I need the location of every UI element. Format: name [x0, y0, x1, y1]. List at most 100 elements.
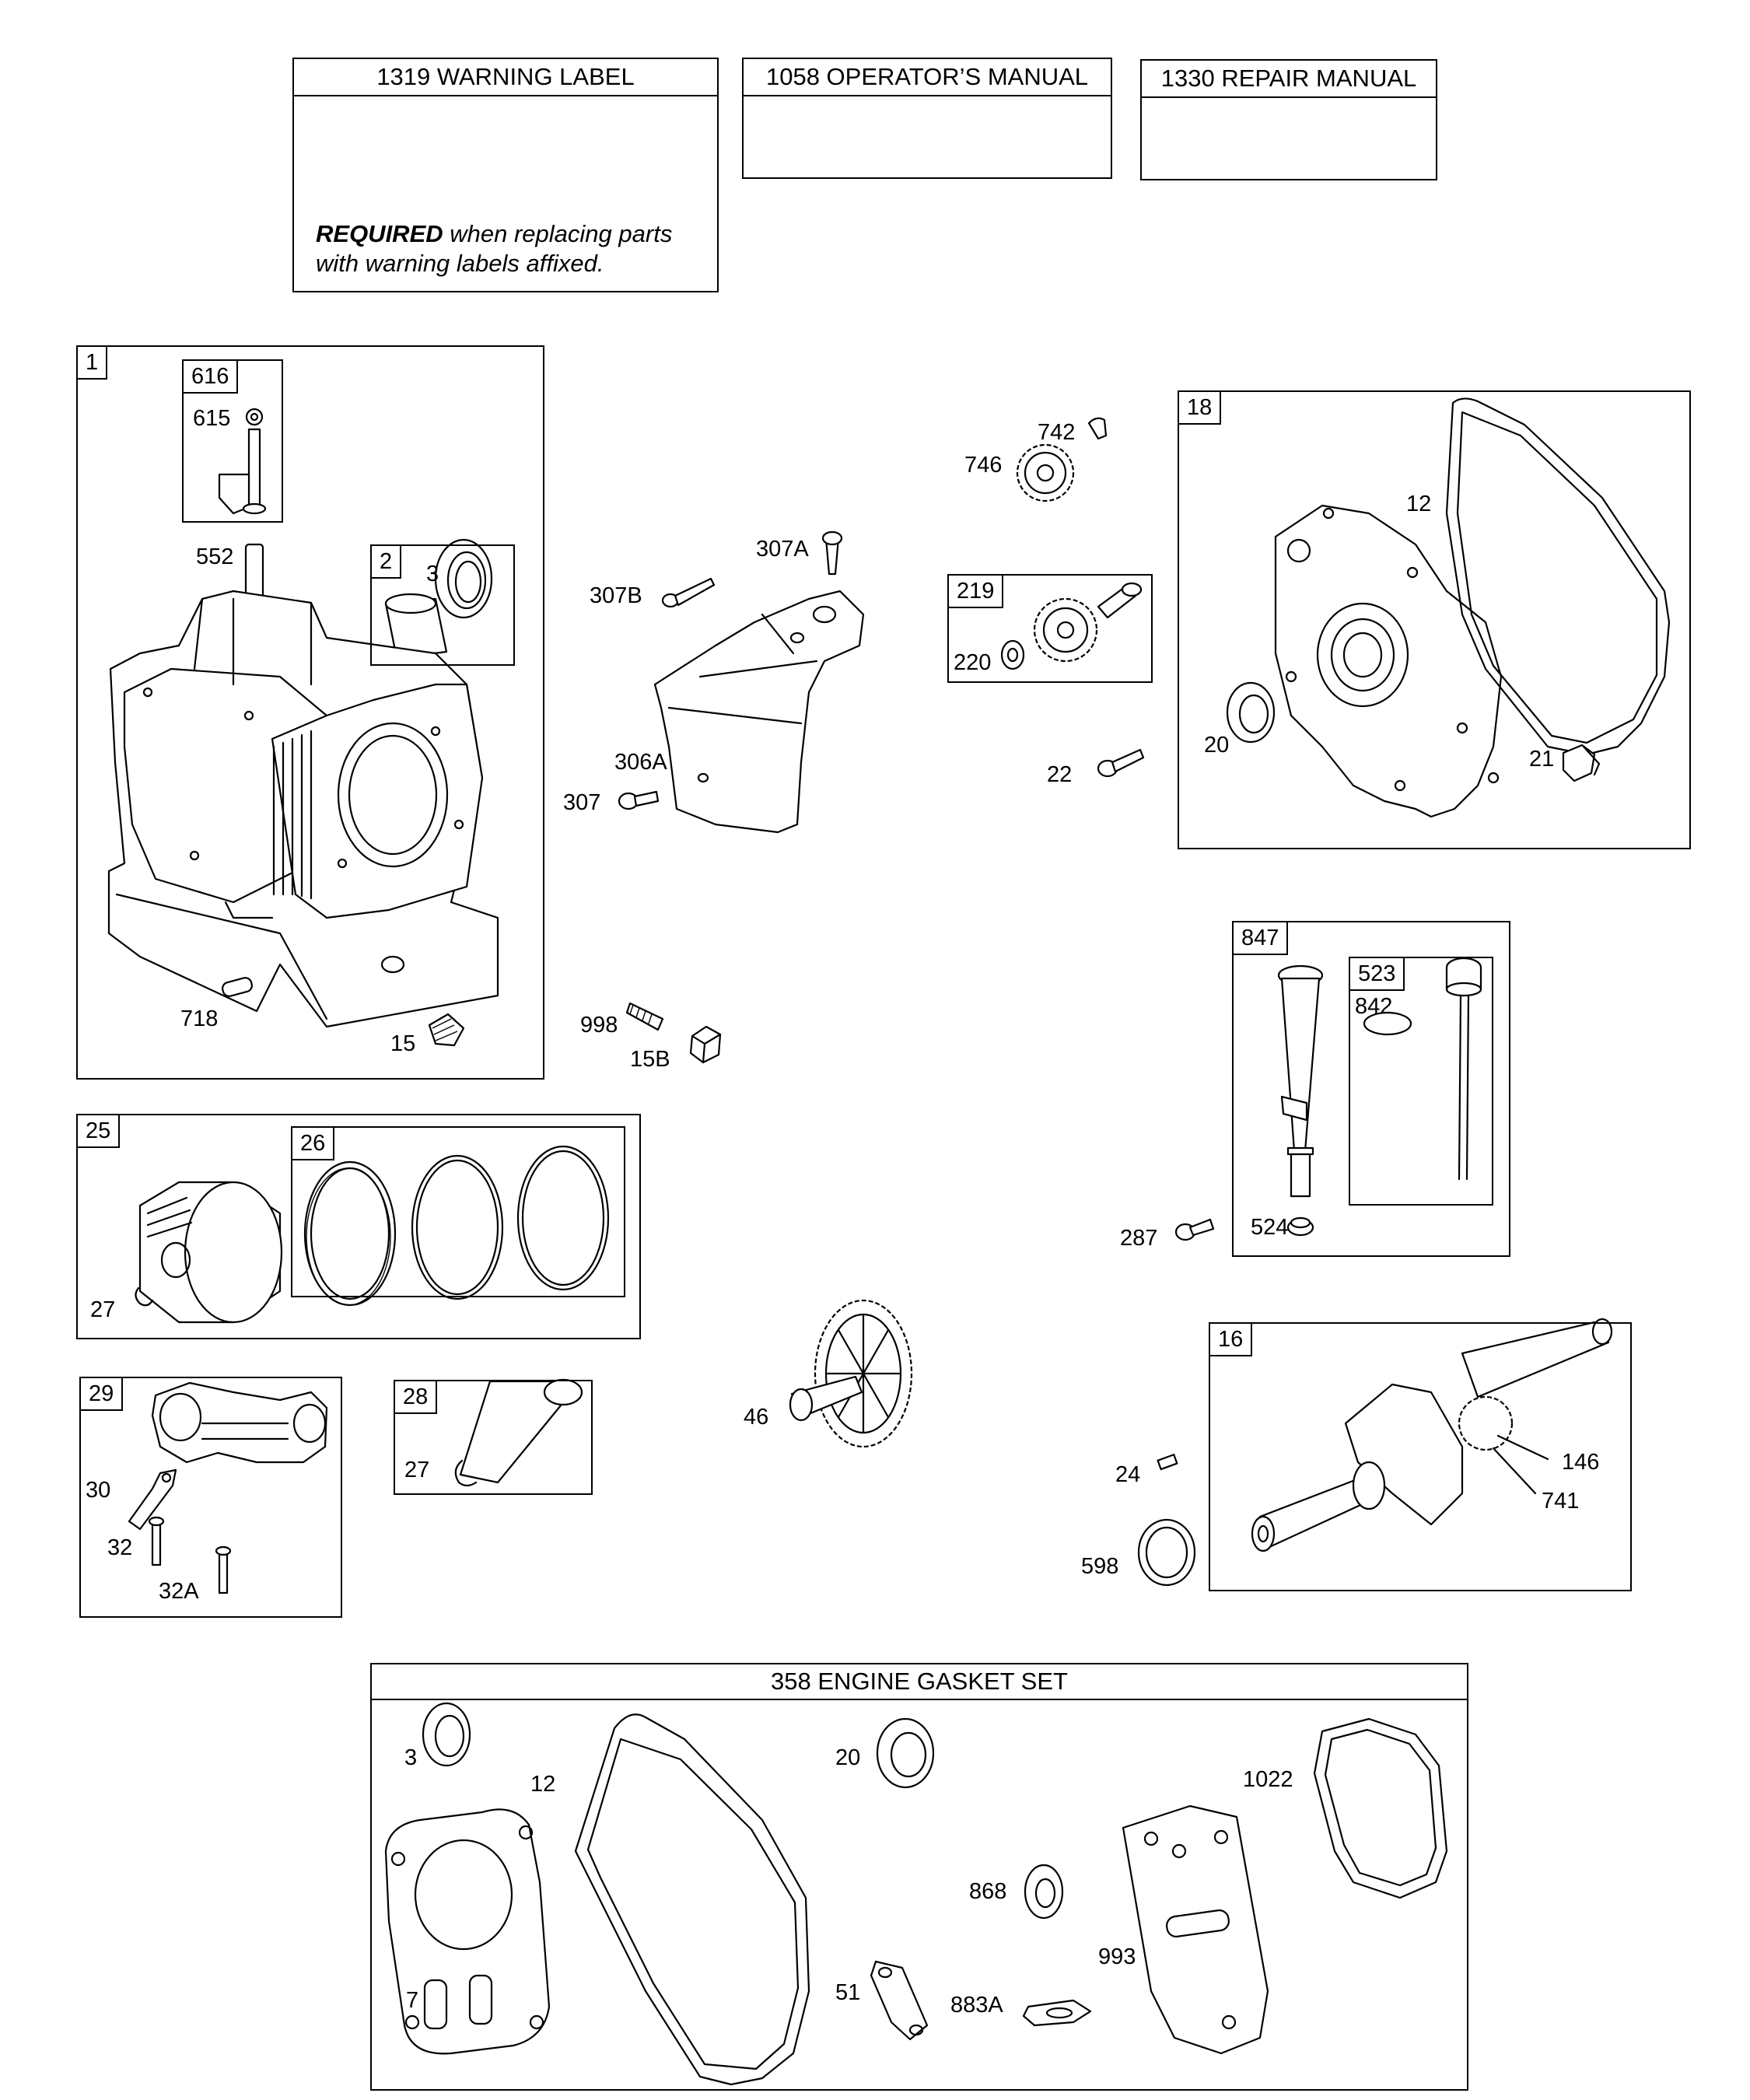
screw-part — [661, 577, 716, 608]
part-label: 998 — [580, 1013, 618, 1038]
operators-manual-title: 1058 OPERATOR’S MANUAL — [744, 59, 1111, 96]
group-box-2: 2 — [370, 544, 515, 666]
part-label: 524 — [1251, 1215, 1289, 1240]
engine-gasket-set-title: 358 ENGINE GASKET SET — [372, 1664, 1467, 1700]
part-label: 307B — [590, 583, 642, 608]
part-label: 24 — [1115, 1462, 1141, 1487]
dowel-pin-part — [222, 977, 253, 997]
part-label: 27 — [90, 1297, 116, 1322]
required-note: REQUIRED when replacing parts with warni… — [316, 219, 672, 278]
part-label: 15B — [630, 1047, 670, 1072]
part-label: 307 — [563, 790, 601, 815]
part-label: 883A — [950, 1993, 1003, 2018]
gasket-part — [1445, 397, 1671, 756]
group-number: 29 — [81, 1378, 124, 1411]
part-label: 993 — [1098, 1944, 1136, 1969]
group-number: 1 — [78, 347, 108, 380]
screw-part — [1097, 748, 1145, 778]
required-line-2: with warning labels affixed. — [316, 250, 604, 277]
gasket-set-artwork — [384, 1702, 1448, 2086]
group-number: 25 — [78, 1115, 121, 1148]
crankshaft-part — [1251, 1318, 1613, 1552]
part-label: 30 — [86, 1478, 111, 1503]
part-label: 868 — [969, 1879, 1007, 1904]
group-box-16: 16 — [1209, 1322, 1632, 1591]
seal-part — [1286, 1216, 1314, 1237]
crankcase-block-part — [107, 590, 499, 1028]
drain-plug-part — [428, 1013, 465, 1047]
part-label: 46 — [744, 1405, 769, 1430]
dipstick-part — [1363, 957, 1482, 1181]
clip-part — [1087, 417, 1108, 440]
repair-manual-box: 1330 REPAIR MANUAL — [1140, 59, 1437, 180]
part-label: 12 — [530, 1772, 556, 1797]
part-label: 741 — [1542, 1489, 1580, 1514]
group-box-616: 616 — [182, 359, 283, 523]
bolt-part — [148, 1516, 232, 1594]
part-label: 3 — [426, 562, 439, 586]
screw-part — [618, 790, 660, 810]
key-part — [1157, 1454, 1178, 1471]
nut-part — [689, 1025, 722, 1064]
part-label: 22 — [1047, 762, 1073, 787]
group-number: 523 — [1350, 958, 1405, 991]
group-number: 26 — [292, 1128, 335, 1160]
sleeve-part — [384, 538, 493, 660]
part-label: 307A — [756, 537, 809, 562]
group-box-523: 523 — [1349, 957, 1493, 1206]
group-number: 28 — [395, 1381, 438, 1414]
operators-manual-box: 1058 OPERATOR’S MANUAL — [742, 58, 1112, 179]
gasket-inner-line — [1456, 411, 1658, 744]
crankcase-cover-part — [1274, 504, 1503, 818]
part-label: 7 — [406, 1988, 419, 2013]
part-label: 287 — [1120, 1226, 1158, 1251]
part-label: 51 — [835, 1980, 861, 2005]
part-label: 742 — [1038, 420, 1076, 445]
blower-housing-part — [653, 590, 865, 834]
group-box-25: 25 — [76, 1114, 641, 1339]
group-box-847: 847 — [1232, 921, 1510, 1257]
part-label: 12 — [1406, 492, 1432, 516]
part-label: 146 — [1562, 1450, 1600, 1475]
breather-tube-part — [218, 408, 267, 515]
group-number: 847 — [1234, 922, 1289, 955]
group-number: 16 — [1210, 1324, 1253, 1356]
piston-part — [135, 1181, 283, 1324]
warning-label-heading: WARNING — [454, 105, 526, 121]
part-label: 615 — [193, 406, 231, 431]
part-label: 3 — [404, 1745, 418, 1770]
part-label: 27 — [404, 1458, 430, 1482]
part-label: 21 — [1529, 747, 1555, 772]
part-label: 220 — [954, 650, 992, 675]
part-label: 598 — [1081, 1554, 1119, 1579]
required-rest: when replacing parts — [450, 220, 673, 247]
stud-part — [625, 1002, 664, 1031]
warning-label-box: 1319 WARNING LABEL WARNING REQUIRED when… — [292, 58, 719, 292]
governor-gear-part — [1000, 582, 1143, 670]
camshaft-part — [789, 1299, 913, 1448]
oil-seal-part — [1226, 681, 1276, 744]
part-label: 32 — [107, 1535, 133, 1560]
wrist-pin-part — [454, 1378, 583, 1487]
part-label: 15 — [390, 1031, 416, 1056]
group-box-28: 28 — [394, 1380, 593, 1495]
group-number: 616 — [184, 361, 239, 394]
dipstick-tube-part — [1277, 964, 1324, 1198]
group-box-219: 219 — [947, 574, 1153, 683]
screw-part — [821, 530, 843, 576]
group-box-18: 18 — [1178, 390, 1691, 849]
gear-part — [1016, 443, 1075, 502]
part-label: 306A — [614, 750, 667, 775]
part-label: 20 — [835, 1745, 861, 1770]
part-label: 20 — [1204, 733, 1230, 758]
piston-rings-part — [303, 1145, 610, 1307]
plug-part — [1562, 744, 1601, 782]
warning-label-title: 1319 WARNING LABEL — [294, 59, 717, 96]
part-label: 842 — [1355, 994, 1393, 1019]
group-box-26: 26 — [291, 1126, 625, 1297]
group-number: 219 — [949, 576, 1004, 608]
group-box-29: 29 — [79, 1377, 342, 1618]
part-label: 1022 — [1243, 1767, 1293, 1792]
